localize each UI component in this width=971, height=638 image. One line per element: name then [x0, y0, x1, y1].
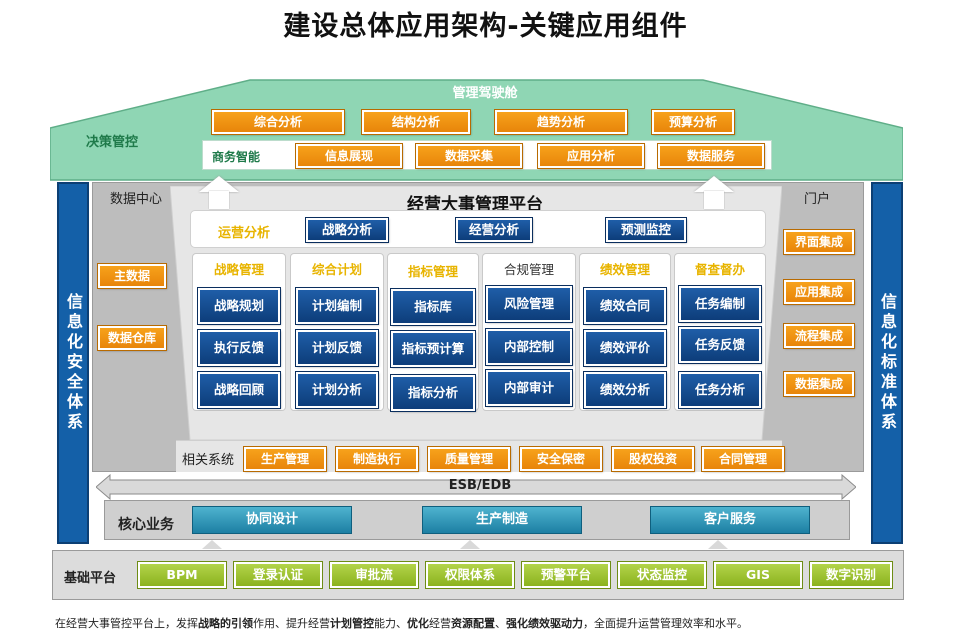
col-head-supervision: 督查督办	[694, 262, 745, 277]
cockpit-label: 管理驾驶舱	[452, 86, 518, 101]
decision-control-label: 决策管控	[86, 135, 139, 150]
portal-application-integration[interactable]: 应用集成	[783, 279, 855, 305]
base-approval-flow[interactable]: 审批流	[329, 561, 419, 589]
execution-feedback[interactable]: 执行反馈	[197, 329, 281, 367]
roof-btn-structure-analysis[interactable]: 结构分析	[361, 109, 471, 135]
base-bpm[interactable]: BPM	[137, 561, 227, 589]
bi-btn-data-service[interactable]: 数据服务	[657, 143, 765, 169]
roof-btn-trend-analysis[interactable]: 趋势分析	[494, 109, 628, 135]
base-alert-platform[interactable]: 预警平台	[521, 561, 611, 589]
footnote-bold-3: 优化	[407, 617, 429, 630]
related-security-confidentiality[interactable]: 安全保密	[519, 446, 603, 472]
plan-feedback[interactable]: 计划反馈	[295, 329, 379, 367]
security-system-label: 信息化安全体系	[64, 293, 83, 433]
core-collaborative-design[interactable]: 协同设计	[192, 506, 352, 534]
standards-system-label: 信息化标准体系	[878, 293, 897, 433]
strategy-review[interactable]: 战略回顾	[197, 371, 281, 409]
page-title: 建设总体应用架构-关键应用组件	[283, 11, 688, 42]
base-digital-recognition[interactable]: 数字识别	[809, 561, 893, 589]
up-arrow-left-stem	[209, 191, 229, 209]
related-quality-management[interactable]: 质量管理	[427, 446, 511, 472]
base-gis[interactable]: GIS	[713, 561, 803, 589]
performance-evaluation[interactable]: 绩效评价	[583, 329, 667, 367]
bi-label: 商务智能	[212, 150, 261, 164]
task-feedback[interactable]: 任务反馈	[678, 326, 762, 364]
performance-analysis[interactable]: 绩效分析	[583, 371, 667, 409]
ops-strategy-analysis[interactable]: 战略分析	[305, 217, 389, 243]
col-head-compliance: 合规管理	[503, 262, 554, 277]
plan-analysis[interactable]: 计划分析	[295, 371, 379, 409]
footnote-text-4: 经营	[429, 617, 451, 630]
security-system-bar: 信息化安全体系	[57, 182, 89, 544]
base-permission-system[interactable]: 权限体系	[425, 561, 515, 589]
core-business-label: 核心业务	[118, 517, 174, 533]
related-contract-management[interactable]: 合同管理	[701, 446, 785, 472]
core-production-manufacturing[interactable]: 生产制造	[422, 506, 582, 534]
ops-forecast-monitoring[interactable]: 预测监控	[605, 217, 687, 243]
ops-analysis-label: 运营分析	[218, 226, 271, 241]
footnote-bold-4: 资源配置	[451, 617, 495, 630]
up-arrow-right-stem	[704, 191, 724, 209]
footnote-bold-5: 强化绩效驱动力	[506, 617, 583, 630]
base-login-auth[interactable]: 登录认证	[233, 561, 323, 589]
roof-btn-comprehensive-analysis[interactable]: 综合分析	[211, 109, 345, 135]
footnote-text-5: 、	[495, 617, 506, 630]
task-compilation[interactable]: 任务编制	[678, 285, 762, 323]
data-center-data-warehouse[interactable]: 数据仓库	[97, 325, 167, 351]
indicator-library[interactable]: 指标库	[390, 288, 476, 326]
base-arrow-2	[460, 540, 480, 549]
roof-btn-budget-analysis[interactable]: 预算分析	[651, 109, 735, 135]
portal-label: 门户	[804, 192, 831, 207]
related-systems-label: 相关系统	[182, 453, 235, 468]
indicator-precompute[interactable]: 指标预计算	[390, 330, 476, 368]
performance-contract[interactable]: 绩效合同	[583, 287, 667, 325]
col-head-plan: 综合计划	[311, 262, 362, 277]
core-customer-service[interactable]: 客户服务	[650, 506, 810, 534]
portal-data-integration[interactable]: 数据集成	[783, 371, 855, 397]
up-arrow-right	[694, 176, 734, 192]
related-equity-investment[interactable]: 股权投资	[611, 446, 695, 472]
data-center-label: 数据中心	[110, 192, 163, 207]
col-head-strategy: 战略管理	[213, 262, 264, 277]
data-center-master-data[interactable]: 主数据	[97, 263, 167, 289]
footnote-text-3: 能力、	[374, 617, 407, 630]
internal-audit[interactable]: 内部审计	[485, 369, 573, 407]
footnote-text-2: 作用、提升经营	[253, 617, 330, 630]
internal-control[interactable]: 内部控制	[485, 328, 573, 366]
footnote-bold-1: 战略的引领	[198, 617, 253, 630]
ops-business-analysis[interactable]: 经营分析	[455, 217, 533, 243]
bi-btn-info-display[interactable]: 信息展现	[295, 143, 403, 169]
portal-process-integration[interactable]: 流程集成	[783, 323, 855, 349]
indicator-analysis[interactable]: 指标分析	[390, 374, 476, 412]
up-arrow-left	[199, 176, 239, 192]
risk-management[interactable]: 风险管理	[485, 285, 573, 323]
footnote-bold-2: 计划管控	[330, 617, 374, 630]
related-production-management[interactable]: 生产管理	[243, 446, 327, 472]
bi-btn-application-analysis[interactable]: 应用分析	[537, 143, 645, 169]
footnote-text-6: ，全面提升运营管理效率和水平。	[583, 617, 748, 630]
footnote: 在经营大事管控平台上，发挥战略的引领作用、提升经营计划管控能力、优化经营资源配置…	[55, 615, 748, 631]
related-manufacturing-execution[interactable]: 制造执行	[335, 446, 419, 472]
base-arrow-1	[202, 540, 222, 549]
base-status-monitoring[interactable]: 状态监控	[617, 561, 707, 589]
base-platform-label: 基础平台	[64, 571, 117, 586]
esb-edb-arrow	[96, 474, 856, 500]
strategy-planning[interactable]: 战略规划	[197, 287, 281, 325]
standards-system-bar: 信息化标准体系	[871, 182, 903, 544]
esb-edb-label: ESB/EDB	[448, 478, 512, 493]
base-arrow-3	[708, 540, 728, 549]
col-head-performance: 绩效管理	[599, 262, 650, 277]
footnote-text-1: 在经营大事管控平台上，发挥	[55, 617, 198, 630]
plan-compilation[interactable]: 计划编制	[295, 287, 379, 325]
task-analysis[interactable]: 任务分析	[678, 371, 762, 409]
col-head-indicator: 指标管理	[407, 264, 458, 279]
portal-interface-integration[interactable]: 界面集成	[783, 229, 855, 255]
bi-btn-data-collection[interactable]: 数据采集	[415, 143, 523, 169]
